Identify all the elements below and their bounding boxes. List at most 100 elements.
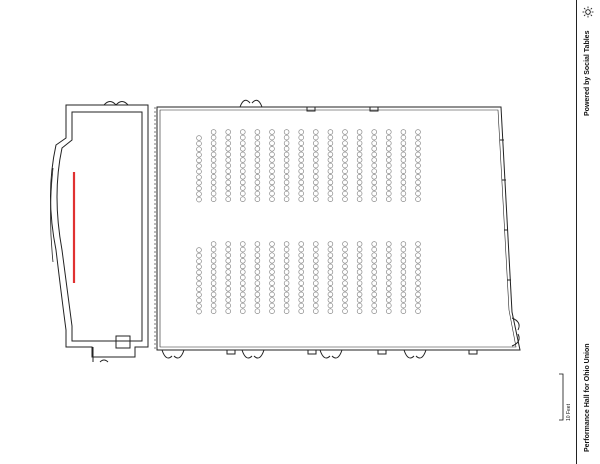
chair: [196, 280, 202, 287]
chair: [225, 241, 231, 247]
chair: [240, 196, 246, 202]
chair: [254, 286, 261, 292]
chair: [356, 129, 363, 135]
chair: [254, 134, 261, 141]
chair: [254, 168, 261, 174]
chair: [254, 302, 261, 309]
chair: [283, 185, 290, 191]
chair: [269, 146, 275, 152]
chair: [254, 274, 261, 281]
chair: [371, 151, 377, 158]
chair: [400, 269, 407, 275]
chair: [356, 190, 363, 197]
chair: [386, 157, 392, 163]
chair: [327, 146, 334, 152]
chair: [342, 162, 348, 169]
chair: [196, 180, 202, 186]
chair: [298, 134, 304, 141]
chair: [298, 302, 304, 309]
chair: [342, 168, 348, 174]
chair: [371, 241, 377, 247]
chair: [269, 168, 275, 174]
chair: [356, 269, 363, 275]
chair: [327, 185, 334, 191]
scale-label: 10 Feet: [566, 404, 572, 421]
chair: [400, 190, 407, 197]
chair: [327, 129, 334, 135]
chair: [415, 280, 421, 286]
chair: [240, 246, 246, 253]
chair: [283, 241, 290, 247]
chair: [298, 146, 304, 152]
chair: [371, 269, 377, 275]
chair: [210, 297, 217, 303]
chair: [342, 286, 348, 292]
chair: [240, 157, 246, 163]
chair: [313, 168, 319, 174]
chair: [342, 297, 348, 303]
chair: [327, 252, 334, 258]
chair: [269, 241, 275, 247]
chair: [327, 291, 334, 298]
chair: [342, 252, 348, 258]
chair: [327, 190, 334, 197]
chair: [196, 286, 202, 292]
chair: [298, 190, 304, 197]
chair: [313, 274, 319, 281]
chair: [283, 129, 290, 135]
chair: [313, 140, 319, 146]
chair: [386, 308, 392, 314]
chair: [283, 263, 290, 270]
chair: [283, 291, 290, 298]
chair: [313, 129, 319, 135]
plan-title: Performance Hall for Ohio Union: [584, 343, 591, 452]
chair: [298, 185, 304, 191]
chair: [356, 297, 363, 303]
chair: [356, 140, 363, 146]
chair: [371, 179, 377, 186]
chair: [240, 129, 246, 135]
chair: [356, 302, 363, 309]
chair: [415, 146, 421, 152]
chair: [283, 274, 290, 281]
chair: [386, 263, 392, 270]
chair: [371, 146, 377, 152]
chair: [356, 157, 363, 163]
chair: [415, 263, 421, 270]
chair: [196, 247, 202, 253]
chair: [298, 157, 304, 163]
chair: [356, 263, 363, 270]
chair: [371, 258, 377, 264]
chair: [283, 157, 290, 163]
chair: [210, 157, 217, 163]
chair: [371, 168, 377, 174]
chair: [371, 291, 377, 298]
chair: [269, 308, 275, 314]
chair: [371, 157, 377, 163]
chair: [283, 179, 290, 186]
chair: [342, 308, 348, 314]
chair: [225, 252, 231, 258]
sun-icon: [582, 6, 594, 18]
chair: [356, 162, 363, 169]
chair: [342, 291, 348, 298]
chair: [225, 185, 231, 191]
chair: [386, 286, 392, 292]
chair: [327, 140, 334, 146]
chair: [313, 269, 319, 275]
chair: [313, 162, 319, 169]
chair: [283, 302, 290, 309]
chair: [269, 286, 275, 292]
chair: [269, 157, 275, 163]
chair: [225, 129, 231, 135]
chair: [386, 179, 392, 186]
chair: [371, 308, 377, 314]
chair: [386, 140, 392, 146]
chair: [371, 190, 377, 197]
chair: [210, 134, 217, 141]
chair: [225, 174, 231, 180]
chair: [210, 151, 217, 158]
chair: [400, 151, 407, 158]
chair: [400, 252, 407, 258]
chair: [386, 252, 392, 258]
